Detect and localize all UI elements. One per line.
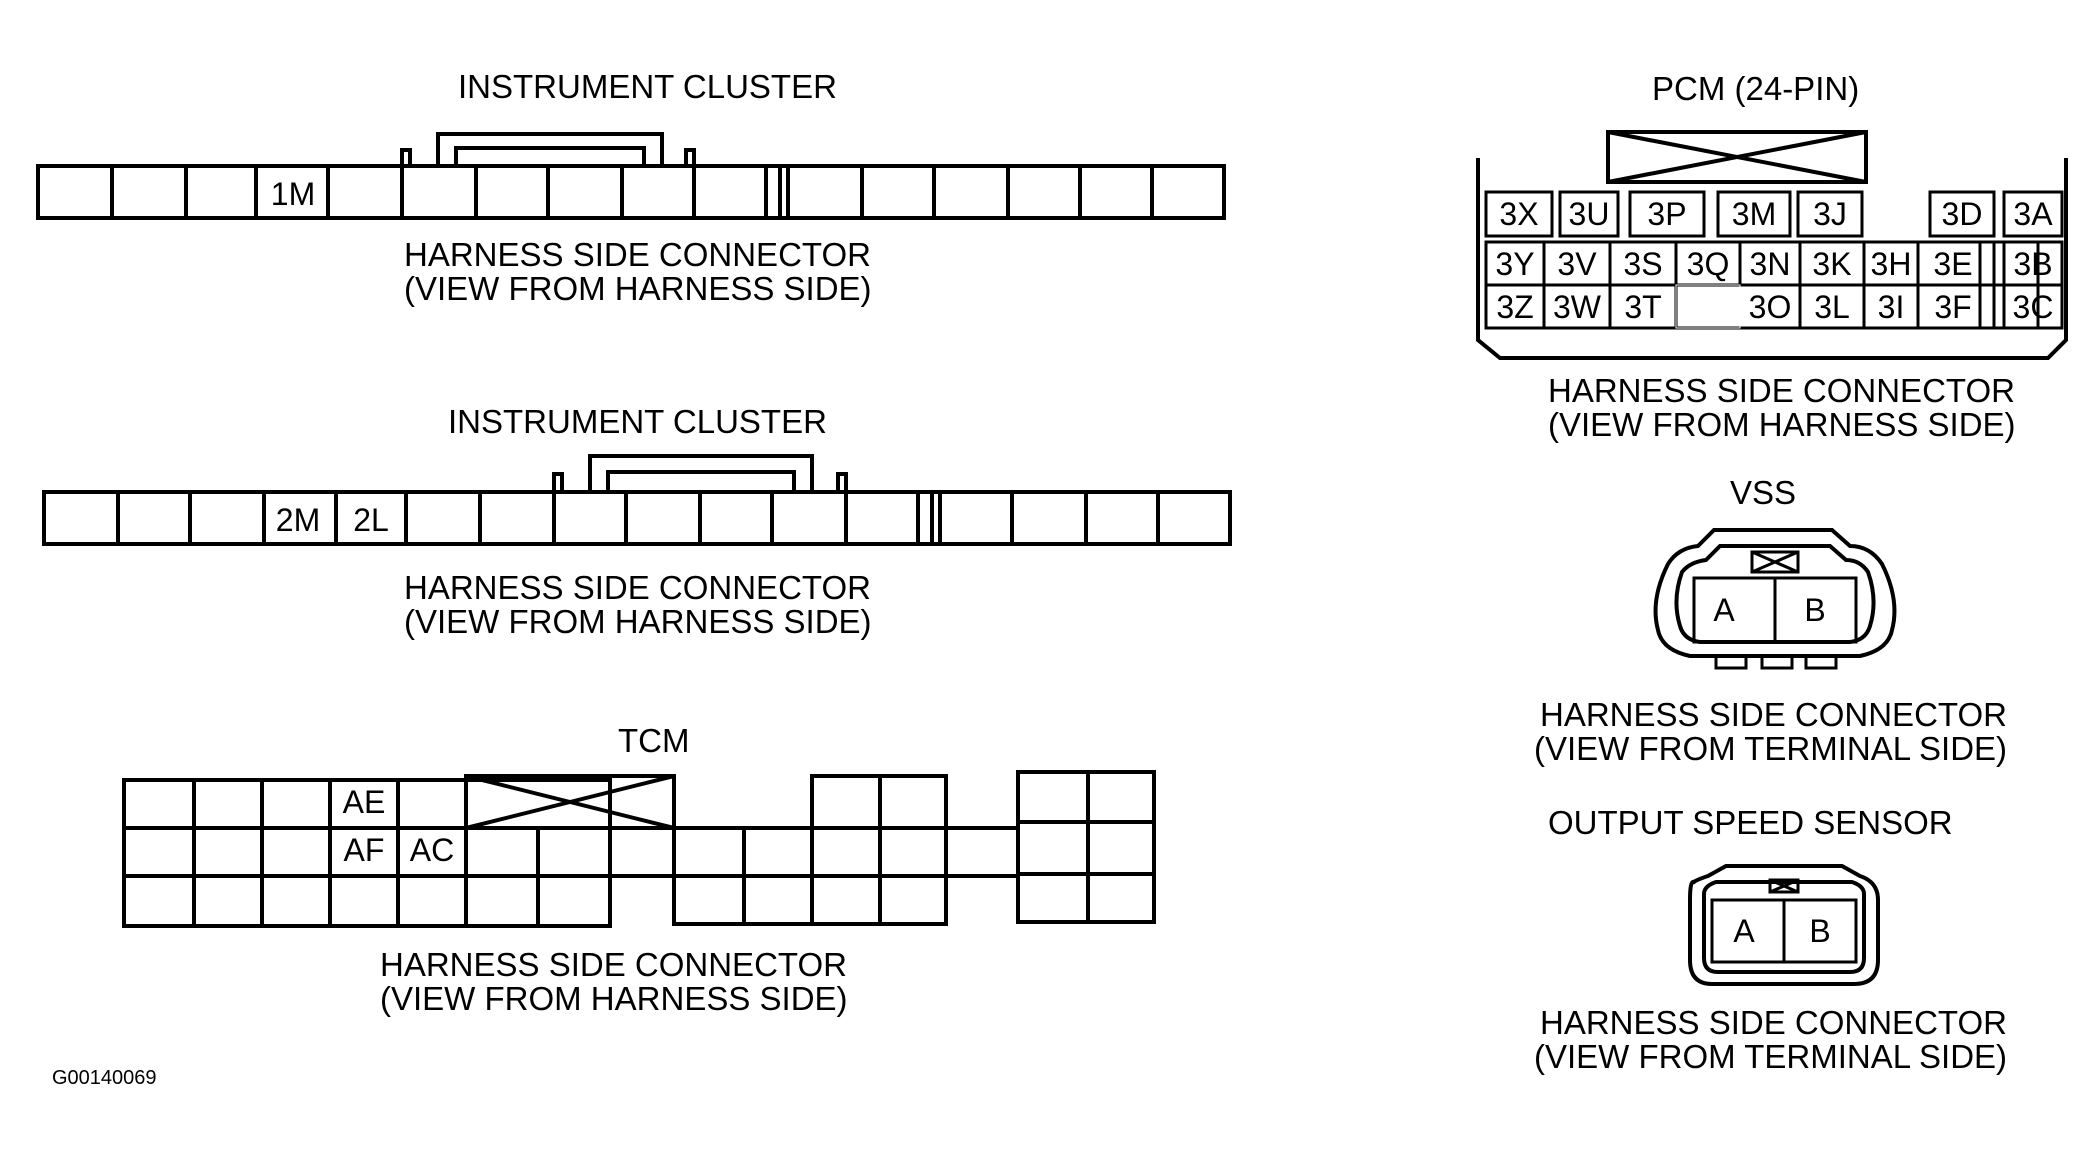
- pcm-pin-3b: 3B: [2013, 246, 2052, 282]
- pcm-pin-3w: 3W: [1553, 289, 1602, 325]
- pcm-caption-1: HARNESS SIDE CONNECTOR: [1548, 372, 2015, 409]
- pcm-pin-3y: 3Y: [1495, 246, 1534, 282]
- tcm-caption-2: (VIEW FROM HARNESS SIDE): [380, 980, 848, 1017]
- pcm-pin-3z: 3Z: [1496, 289, 1533, 325]
- ic2-title: INSTRUMENT CLUSTER: [448, 403, 827, 440]
- tcm-pin-af: AF: [344, 832, 385, 868]
- vss-caption-1: HARNESS SIDE CONNECTOR: [1540, 696, 2007, 733]
- pcm-pin-3p: 3P: [1647, 196, 1686, 232]
- ic2-caption-2: (VIEW FROM HARNESS SIDE): [404, 603, 872, 640]
- ic2-pin-2l: 2L: [353, 502, 389, 538]
- ic2-caption-1: HARNESS SIDE CONNECTOR: [404, 569, 871, 606]
- pcm-pin-3q: 3Q: [1687, 246, 1730, 282]
- pcm-pin-3v: 3V: [1557, 246, 1597, 282]
- ic1-caption-1: HARNESS SIDE CONNECTOR: [404, 236, 871, 273]
- oss-connector: A B: [1688, 864, 1880, 986]
- pcm-pin-3c: 3C: [2013, 289, 2054, 325]
- pcm-pin-3u: 3U: [1569, 196, 1610, 232]
- ic1-title: INSTRUMENT CLUSTER: [458, 68, 837, 105]
- tcm-connector: AE AF AC: [122, 770, 1156, 928]
- pcm-pin-3m: 3M: [1732, 196, 1776, 232]
- pcm-pin-3s: 3S: [1623, 246, 1662, 282]
- pcm-pin-3h: 3H: [1871, 246, 1912, 282]
- tcm-title: TCM: [618, 722, 690, 759]
- pcm-pin-3x: 3X: [1499, 196, 1538, 232]
- pcm-pin-3f: 3F: [1934, 289, 1971, 325]
- pcm-pin-3n: 3N: [1750, 246, 1791, 282]
- oss-pin-b: B: [1809, 913, 1830, 949]
- pcm-pin-3i: 3I: [1878, 289, 1905, 325]
- oss-caption-2: (VIEW FROM TERMINAL SIDE): [1534, 1038, 2008, 1075]
- ic1-pin-1m: 1M: [271, 176, 315, 212]
- vss-pin-b: B: [1804, 592, 1825, 628]
- oss-caption-1: HARNESS SIDE CONNECTOR: [1540, 1004, 2007, 1041]
- pcm-title: PCM (24-PIN): [1652, 70, 1860, 107]
- pcm-pin-3e: 3E: [1933, 246, 1972, 282]
- ic2-pin-2m: 2M: [276, 502, 320, 538]
- pcm-pin-3l: 3L: [1814, 289, 1850, 325]
- ic2-connector: 2M 2L: [42, 454, 1232, 546]
- tcm-pin-ae: AE: [343, 784, 386, 820]
- figure-code: G00140069: [52, 1067, 157, 1089]
- ic1-caption-2: (VIEW FROM HARNESS SIDE): [404, 270, 872, 307]
- vss-connector: A B: [1653, 528, 1897, 670]
- vss-title: VSS: [1730, 474, 1797, 511]
- oss-pin-a: A: [1733, 913, 1755, 949]
- vss-pin-a: A: [1713, 592, 1735, 628]
- vss-caption-2: (VIEW FROM TERMINAL SIDE): [1534, 730, 2008, 767]
- pcm-pin-3k: 3K: [1812, 246, 1851, 282]
- tcm-pin-ac: AC: [410, 832, 454, 868]
- pcm-pin-3j: 3J: [1813, 196, 1847, 232]
- pcm-pin-3t: 3T: [1624, 289, 1661, 325]
- ic1-connector: 1M: [36, 132, 1226, 220]
- pcm-caption-2: (VIEW FROM HARNESS SIDE): [1548, 406, 2016, 443]
- oss-title: OUTPUT SPEED SENSOR: [1548, 804, 1953, 841]
- pcm-pin-3a: 3A: [2013, 196, 2053, 232]
- pcm-connector: 3X 3U 3P 3M 3J 3D 3A 3Y 3V 3S 3Q 3N 3K 3…: [1476, 130, 2068, 360]
- tcm-caption-1: HARNESS SIDE CONNECTOR: [380, 946, 847, 983]
- pcm-pin-3d: 3D: [1942, 196, 1983, 232]
- pcm-pin-3o: 3O: [1749, 289, 1792, 325]
